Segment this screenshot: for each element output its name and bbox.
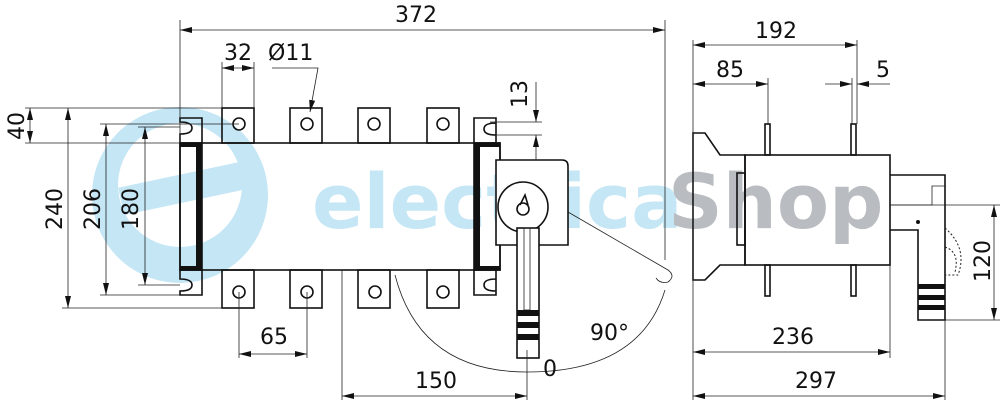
dim-overall-depth: 297	[795, 369, 837, 394]
front-dimensions: 372 32 Ø11 40 240 206 180 65 150 13 90° …	[5, 3, 666, 400]
terminals-bottom	[221, 269, 460, 309]
dim-pin-offset: 85	[716, 58, 744, 83]
dim-body-depth: 236	[772, 325, 814, 350]
dim-handle-height: 120	[971, 240, 996, 282]
dim-terminal-width: 32	[224, 41, 252, 66]
dim-hole-diameter: Ø11	[268, 41, 313, 66]
dim-terminal-height: 40	[5, 112, 30, 140]
dim-body-height: 180	[119, 188, 144, 230]
dim-total-height: 240	[43, 188, 68, 230]
dim-pole-pitch: 65	[260, 325, 288, 350]
dim-overall-depth-top: 192	[755, 19, 797, 44]
label-position-zero: 0	[543, 357, 557, 382]
dim-handle-offset: 150	[415, 369, 457, 394]
terminals-top	[221, 107, 460, 144]
side-dimensions: 192 85 5 236 297 120	[692, 19, 1000, 400]
dim-pin-width: 5	[876, 58, 890, 83]
dim-mount-height: 206	[81, 188, 106, 230]
side-view	[692, 123, 962, 321]
watermark-text-shop: Shop	[668, 157, 883, 246]
dim-overall-width: 372	[395, 3, 437, 28]
label-rotation-angle: 90°	[590, 321, 629, 346]
dim-handle-offset-top: 13	[508, 80, 533, 108]
